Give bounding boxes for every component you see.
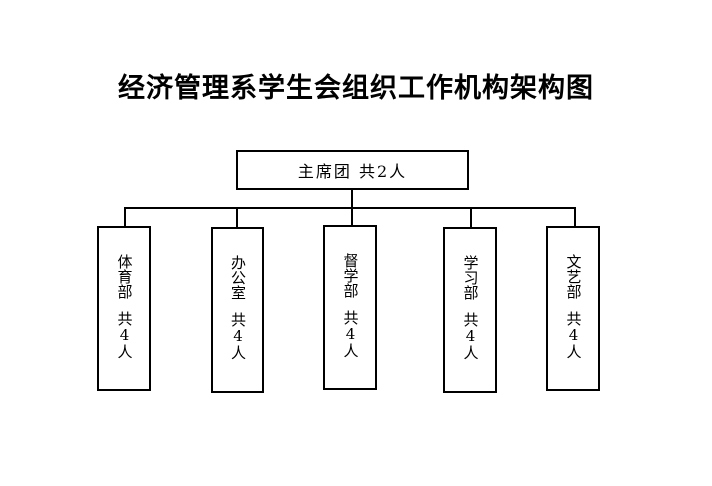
department-node-sports: 体育部 共4人 xyxy=(97,226,151,391)
department-node-supervision: 督学部 共4人 xyxy=(323,225,377,390)
connector-line-office xyxy=(236,207,238,228)
connector-line-sports xyxy=(124,207,126,227)
department-name: 体育部 xyxy=(115,254,134,299)
horizontal-connector-line xyxy=(124,207,576,209)
department-count: 共4人 xyxy=(564,311,583,359)
department-name: 文艺部 xyxy=(564,254,583,299)
org-chart-title: 经济管理系学生会组织工作机构架构图 xyxy=(118,73,594,104)
department-count: 共4人 xyxy=(229,312,247,360)
department-count: 共4人 xyxy=(115,311,134,359)
root-connector-line xyxy=(351,190,353,208)
department-count: 共4人 xyxy=(461,312,480,360)
connector-line-arts xyxy=(574,207,576,226)
department-node-arts: 文艺部 共4人 xyxy=(546,226,600,391)
department-name: 学习部 xyxy=(461,255,480,300)
connector-line-supervision xyxy=(351,207,353,226)
department-count: 共4人 xyxy=(341,310,360,358)
department-name: 办公室 xyxy=(229,255,247,300)
department-name: 督学部 xyxy=(341,253,360,298)
presidium-node: 主席团 共2人 xyxy=(236,150,469,190)
connector-line-study xyxy=(470,207,472,228)
presidium-label: 主席团 共2人 xyxy=(297,162,408,181)
department-node-study: 学习部 共4人 xyxy=(443,227,497,393)
department-node-office: 办公室 共4人 xyxy=(211,227,264,393)
